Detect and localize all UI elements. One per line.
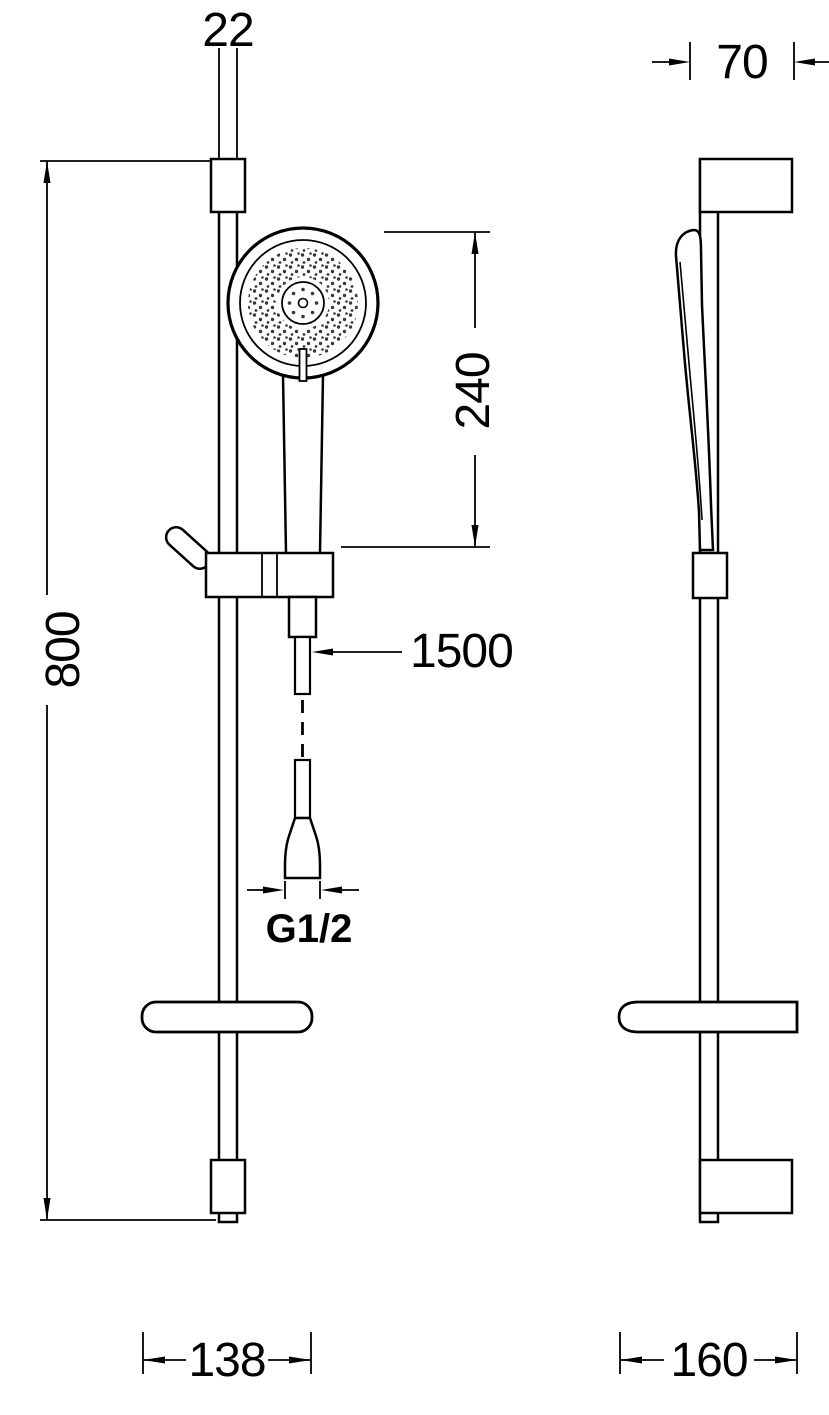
dim-bracket-depth-label: 70 — [716, 36, 767, 89]
dim-rail-height-label: 800 — [37, 611, 90, 688]
shower-profile-face-seam — [679, 261, 703, 521]
hose-upper-segment — [293, 635, 312, 696]
dim-dish-width: 138 — [142, 1332, 312, 1387]
hand-shower-side-profile — [674, 228, 715, 552]
dim-hose-length: 1500 — [312, 625, 514, 678]
top-wall-bracket-front — [209, 157, 247, 214]
bottom-wall-bracket-front — [209, 1158, 247, 1215]
bottom-wall-bracket-side — [698, 1158, 794, 1215]
dim-head-length: 240 — [341, 231, 500, 548]
hand-shower-head — [226, 226, 380, 382]
dim-thread: G1/2 — [247, 881, 359, 951]
front-view: 22 800 240 1500 — [37, 4, 514, 1387]
dim-rail-width-label: 22 — [202, 4, 253, 57]
dim-dish-depth-label: 160 — [670, 1334, 747, 1387]
soap-dish-side — [617, 1000, 799, 1034]
spray-center-nozzle — [297, 297, 309, 309]
slider-holder-block — [204, 551, 335, 599]
dim-dish-depth: 160 — [619, 1332, 798, 1387]
hose-nut — [287, 595, 318, 639]
shower-hose — [283, 595, 322, 880]
spray-face-center-clear — [277, 277, 329, 329]
spray-center-nozzle-ring — [287, 287, 319, 319]
spray-center-ring — [281, 281, 325, 325]
top-wall-bracket-side — [698, 157, 794, 214]
soap-dish-front — [140, 1000, 314, 1034]
dim-dish-width-label: 138 — [188, 1334, 265, 1387]
slider-holder-side — [691, 551, 729, 600]
dim-rail-height: 800 — [37, 160, 216, 1221]
dim-rail-width: 22 — [202, 4, 255, 158]
hose-lower-segment — [293, 758, 312, 820]
dim-thread-label: G1/2 — [266, 907, 353, 951]
dim-bracket-depth: 70 — [652, 36, 829, 89]
shower-handle — [281, 374, 325, 554]
dim-head-length-label: 240 — [447, 352, 500, 429]
dim-hose-length-label: 1500 — [410, 625, 513, 678]
hose-end-connector — [283, 816, 322, 880]
shower-head-slot — [298, 348, 308, 382]
side-view: 70 160 — [617, 36, 829, 1387]
